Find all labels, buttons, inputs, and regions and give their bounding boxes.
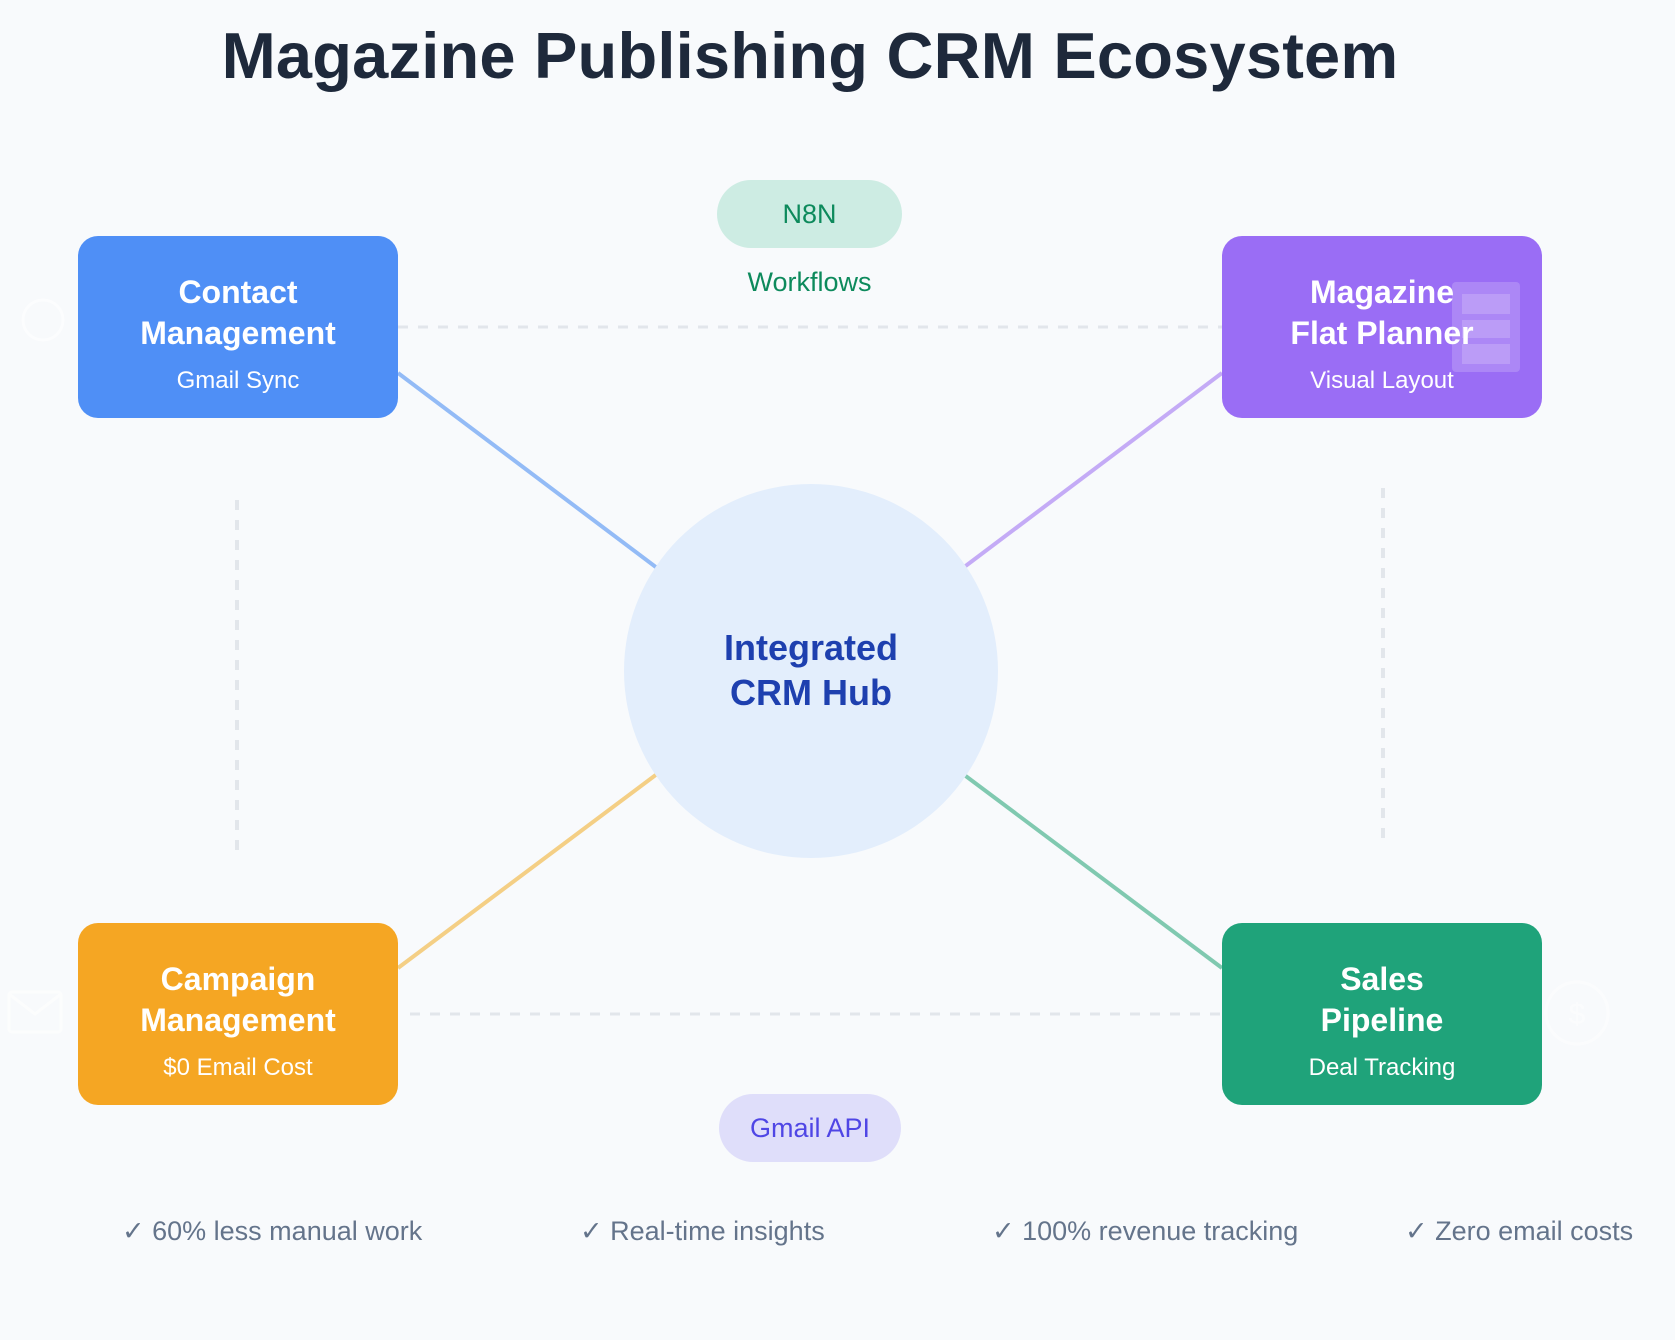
title-line-2: Management [140, 1002, 336, 1038]
contact-management-card[interactable]: Contact Management Gmail Sync [78, 236, 398, 418]
sales-pipeline-title: Sales Pipeline [1222, 959, 1542, 1041]
title-line-2: Management [140, 315, 336, 351]
envelope-icon [7, 990, 63, 1034]
user-circle-icon [21, 298, 65, 342]
gmail-api-badge: Gmail API [719, 1094, 901, 1162]
page-title: Magazine Publishing CRM Ecosystem [221, 19, 1399, 92]
title-line-2: Flat Planner [1290, 315, 1474, 351]
connector-campaign-hub [396, 760, 675, 970]
campaign-management-subtitle: $0 Email Cost [163, 1054, 313, 1081]
hub-line-2: CRM Hub [730, 672, 892, 713]
contact-management-title: Contact Management [78, 272, 398, 354]
title-line-2: Pipeline [1320, 1002, 1444, 1038]
connector-sales-hub [945, 760, 1224, 970]
page-layout-icon [1452, 282, 1520, 372]
crm-hub-circle[interactable]: Integrated CRM Hub [624, 484, 998, 858]
contact-management-subtitle: Gmail Sync [176, 367, 300, 394]
flat-planner-subtitle: Visual Layout [1310, 367, 1454, 394]
campaign-management-title: Campaign Management [78, 959, 398, 1041]
benefit-item: ✓ Real-time insights [580, 1216, 825, 1246]
n8n-workflows-label: N8N Workflows [747, 199, 872, 297]
svg-text:$: $ [1569, 998, 1586, 1031]
benefit-item: ✓ 100% revenue tracking [992, 1216, 1299, 1246]
n8n-workflows-badge: N8N Workflows [717, 180, 902, 297]
campaign-management-card[interactable]: Campaign Management $0 Email Cost [78, 923, 398, 1105]
connector-flatplan-hub [945, 371, 1224, 582]
title-line-1: Magazine [1309, 274, 1455, 310]
connector-contact-hub [396, 371, 675, 582]
gmail-api-label: Gmail API [749, 1113, 871, 1143]
title-line-1: Campaign [160, 961, 316, 997]
dollar-circle-icon: $ [1544, 980, 1610, 1046]
benefit-item: ✓ Zero email costs [1405, 1216, 1634, 1246]
hub-line-1: Integrated [723, 627, 899, 668]
sales-pipeline-card[interactable]: Sales Pipeline Deal Tracking [1222, 923, 1542, 1105]
title-line-1: Sales [1340, 961, 1424, 997]
flat-planner-title: Magazine Flat Planner [1222, 272, 1542, 354]
crm-hub-title: Integrated CRM Hub [624, 625, 998, 715]
sales-pipeline-subtitle: Deal Tracking [1308, 1054, 1456, 1081]
title-line-1: Contact [178, 274, 298, 310]
benefit-item: ✓ 60% less manual work [122, 1216, 423, 1246]
flat-planner-card[interactable]: Magazine Flat Planner Visual Layout [1222, 236, 1542, 418]
